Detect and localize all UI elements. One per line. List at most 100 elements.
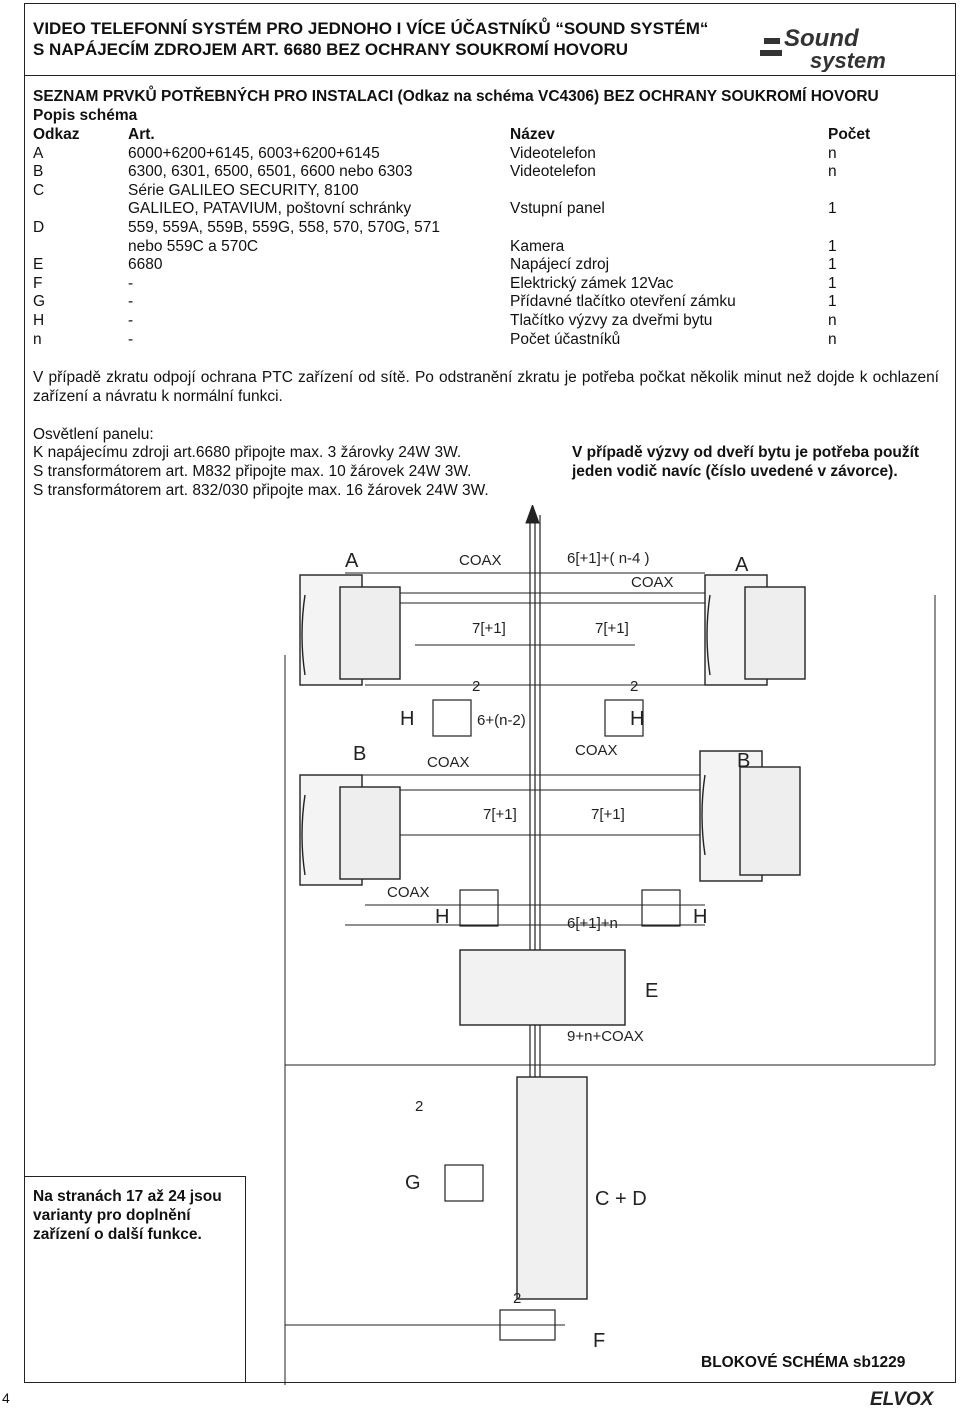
table-row: E 6680 Napájecí zdroj 1 bbox=[33, 256, 913, 275]
cell-ref: C bbox=[33, 181, 45, 199]
col-header-name: Název bbox=[510, 126, 555, 143]
title-line-1: VIDEO TELEFONNÍ SYSTÉM PRO JEDNOHO I VÍC… bbox=[33, 19, 709, 38]
entry-panel bbox=[516, 1076, 588, 1300]
diagram-wire-labels: COAX 6[+1]+( n-4 ) COAX 7[+1] 7[+1] 2 2 … bbox=[387, 550, 674, 1307]
label-coax: COAX bbox=[631, 574, 674, 591]
label-g: G bbox=[405, 1172, 421, 1194]
videophone-a-left bbox=[299, 574, 401, 686]
label-coax: COAX bbox=[459, 552, 502, 569]
label-bus: 6[+1]+n bbox=[567, 915, 618, 932]
schema-label: BLOKOVÉ SCHÉMA sb1229 bbox=[701, 1354, 906, 1371]
cell-name: Počet účastníků bbox=[510, 330, 621, 348]
cell-count: 1 bbox=[828, 293, 837, 311]
door-button-h bbox=[432, 699, 472, 737]
col-header-count: Počet bbox=[828, 126, 871, 143]
cell-art: GALILEO, PATAVIUM, poštovní schránky bbox=[128, 200, 412, 218]
page-number: 4 bbox=[2, 1390, 10, 1406]
riser-arrow-icon bbox=[525, 505, 540, 524]
cell-name: Napájecí zdroj bbox=[510, 256, 610, 274]
cell-art: 6680 bbox=[128, 256, 163, 274]
lighting-title: Osvětlení panelu: bbox=[33, 426, 154, 443]
label-h: H bbox=[693, 906, 707, 928]
cell-name: Přídavné tlačítko otevření zámku bbox=[510, 293, 736, 311]
cell-count: n bbox=[828, 330, 837, 348]
label-bus: 9+n+COAX bbox=[567, 1028, 644, 1045]
lighting-line: S transformátorem art. 832/030 připojte … bbox=[33, 482, 489, 499]
cell-ref: n bbox=[33, 330, 42, 348]
cell-name: Elektrický zámek 12Vac bbox=[510, 274, 674, 292]
cell-art: Série GALILEO SECURITY, 8100 bbox=[128, 181, 359, 199]
label-f: F bbox=[593, 1330, 605, 1352]
label-a: A bbox=[345, 550, 359, 572]
page-frame bbox=[24, 3, 956, 1383]
videophone-a-right bbox=[704, 574, 806, 686]
table-row: B 6300, 6301, 6500, 6501, 6600 nebo 6303 V… bbox=[33, 163, 913, 182]
cell-name: Videotelefon bbox=[510, 144, 596, 162]
header-divider bbox=[24, 75, 956, 76]
cell-ref: H bbox=[33, 311, 45, 329]
cell-ref: E bbox=[33, 256, 44, 274]
logo-word-system: system bbox=[810, 48, 886, 72]
label-coax: COAX bbox=[387, 884, 430, 901]
cell-art: - bbox=[128, 274, 134, 292]
cell-ref: G bbox=[33, 293, 46, 311]
table-row: G - Přídavné tlačítko otevření zámku 1 bbox=[33, 293, 913, 312]
label-wire: 2 bbox=[630, 678, 638, 695]
lighting-line: K napájecímu zdroji art.6680 připojte ma… bbox=[33, 444, 462, 461]
label-cd: C + D bbox=[595, 1188, 647, 1210]
title-line-2: S NAPÁJECÍM ZDROJEM ART. 6680 BEZ OCHRAN… bbox=[33, 40, 629, 59]
label-bus: 6[+1]+( n-4 ) bbox=[567, 550, 650, 567]
variants-note: Na stranách 17 až 24 jsou varianty pro d… bbox=[33, 1188, 222, 1243]
label-wire: 7[+1] bbox=[472, 620, 506, 637]
table-row: C Série GALILEO SECURITY, 8100 bbox=[33, 182, 913, 201]
col-header-art: Art. bbox=[128, 126, 155, 143]
section-subtitle: Popis schéma bbox=[33, 107, 138, 124]
label-h: H bbox=[400, 708, 414, 730]
logo-word-sound: Sound bbox=[784, 25, 860, 52]
videophone-b-left bbox=[299, 774, 401, 886]
label-coax: COAX bbox=[575, 742, 618, 759]
cell-name: Vstupní panel bbox=[510, 200, 605, 218]
cell-count: 1 bbox=[828, 237, 837, 255]
videophone-b-right bbox=[699, 750, 801, 882]
door-button-h bbox=[641, 889, 681, 927]
cell-art: 6300, 6301, 6500, 6501, 6600 nebo 6303 bbox=[128, 163, 413, 181]
door-button-h bbox=[459, 889, 499, 927]
cell-name: Tlačítko výzvy za dveřmi bytu bbox=[510, 311, 713, 329]
bus-wires bbox=[284, 572, 936, 1385]
door-call-note: V případě výzvy od dveří bytu je potřeba… bbox=[572, 444, 920, 480]
label-b: B bbox=[353, 743, 366, 765]
section-title: SEZNAM PRVKŮ POTŘEBNÝCH PRO INSTALACI (O… bbox=[33, 88, 879, 105]
sound-system-logo: Sound system bbox=[760, 25, 886, 72]
label-a: A bbox=[735, 554, 749, 576]
ptc-note: V případě zkratu odpojí ochrana PTC zaří… bbox=[33, 369, 939, 405]
cell-art: - bbox=[128, 293, 134, 311]
label-wire: 2 bbox=[472, 678, 480, 695]
cell-count: 1 bbox=[828, 200, 837, 218]
cell-name: Videotelefon bbox=[510, 163, 596, 181]
cell-count: 1 bbox=[828, 256, 837, 274]
cell-name: Kamera bbox=[510, 237, 565, 255]
label-wire: 7[+1] bbox=[595, 620, 629, 637]
cell-ref: D bbox=[33, 218, 45, 236]
label-wire: 2 bbox=[415, 1098, 423, 1115]
power-supply-e bbox=[459, 949, 626, 1026]
cell-ref: B bbox=[33, 163, 44, 181]
diagram-letters: A A B B H H H H E G C + D F bbox=[345, 550, 750, 1352]
lighting-line: S transformátorem art. M832 připojte max… bbox=[33, 463, 472, 480]
door-button-h bbox=[604, 699, 644, 737]
label-e: E bbox=[645, 980, 658, 1002]
label-coax: COAX bbox=[427, 754, 470, 771]
col-header-ref: Odkaz bbox=[33, 126, 80, 143]
elvox-logo-text: ELVOX bbox=[870, 1389, 935, 1408]
cell-ref: F bbox=[33, 274, 43, 292]
cell-art: nebo 559C a 570C bbox=[128, 237, 259, 255]
label-wire: 7[+1] bbox=[591, 806, 625, 823]
table-row: nebo 559C a 570C Kamera 1 bbox=[33, 238, 913, 257]
wiring-diagram: A A B B H H H H E G C + D F COAX 6[+1]+(… bbox=[284, 505, 936, 1385]
